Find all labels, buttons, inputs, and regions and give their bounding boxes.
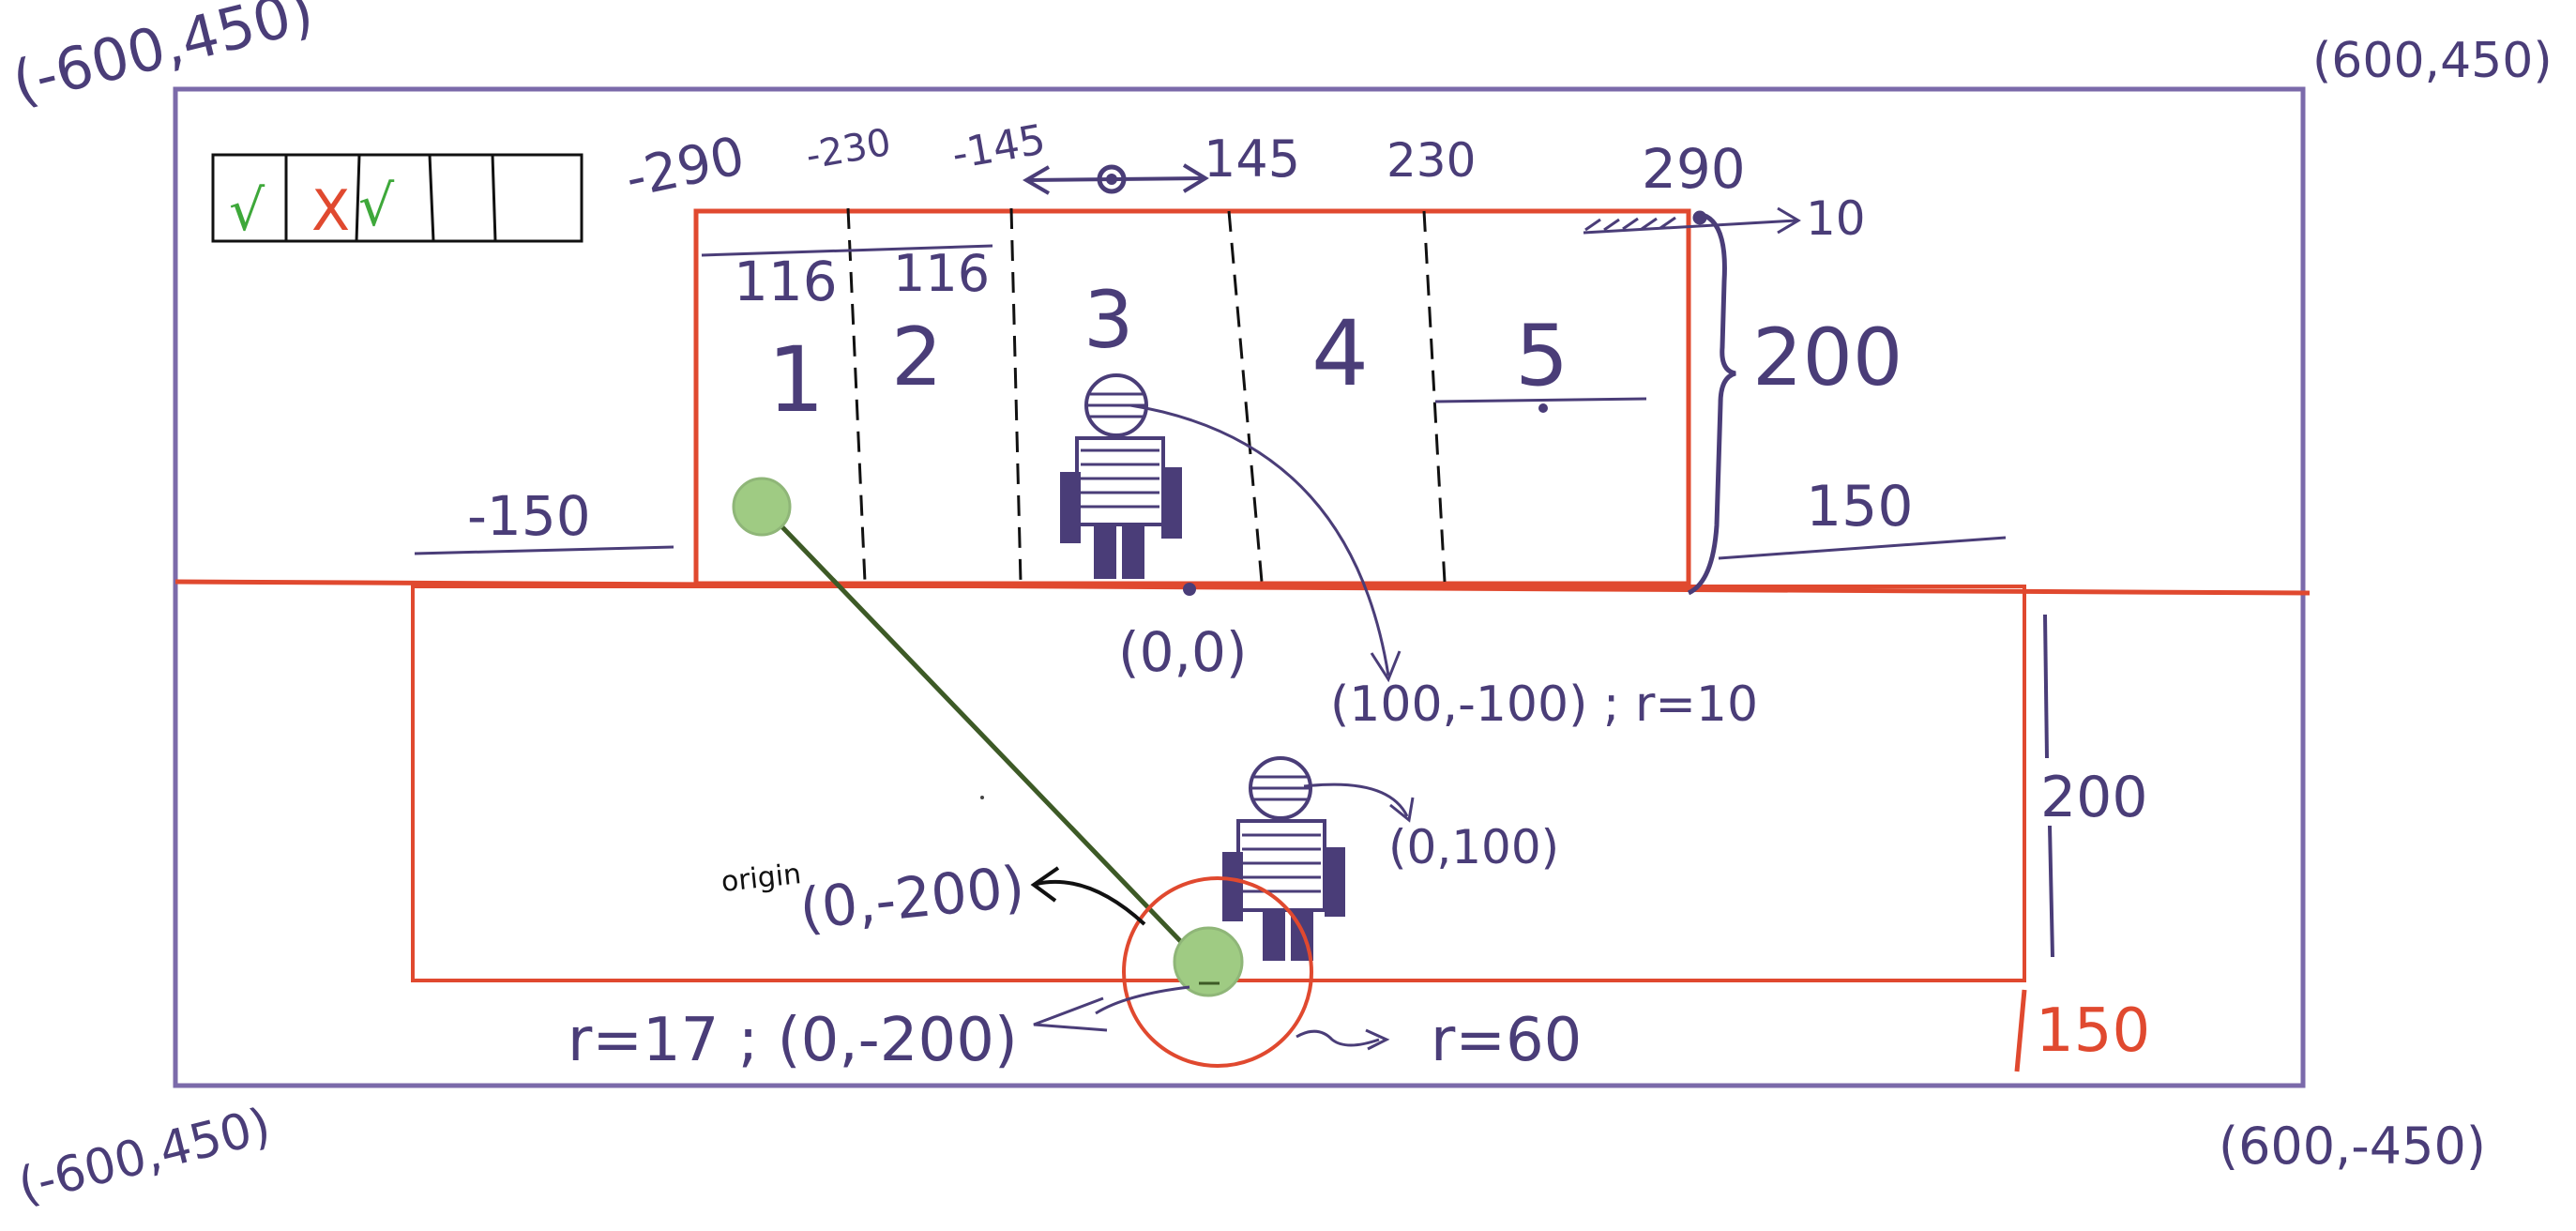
- ball-info-arrow: [1095, 985, 1190, 1015]
- circle-radius-arrowhead: [1365, 1028, 1390, 1051]
- tick-label-10: 10: [1806, 191, 1866, 246]
- lane-number-1: 1: [767, 327, 825, 433]
- corner-label-top-left: (-600,450): [6, 0, 320, 117]
- circle-radius-label: r=60: [1431, 1006, 1582, 1075]
- lane-divider: [1422, 210, 1447, 583]
- lane-number-2: 2: [891, 311, 943, 404]
- score-divider: [428, 154, 435, 242]
- x-mark-minus-145: -145: [948, 115, 1049, 179]
- origin-arrowhead: [1030, 866, 1060, 903]
- origin-arrow: [1036, 879, 1146, 926]
- origin-point-label: (0,0): [1118, 620, 1248, 684]
- lower-height-rule-top: [2043, 614, 2049, 759]
- corner-label-bottom-right: (600,-450): [2219, 1117, 2486, 1176]
- lane-divider: [1227, 210, 1264, 583]
- score-tracker: √ X √: [211, 153, 583, 244]
- player-robot-label: (0,100): [1388, 820, 1559, 874]
- lane-number-3: 3: [1083, 274, 1133, 366]
- left-edge-label: -150: [467, 484, 591, 548]
- width-rule: [701, 244, 993, 257]
- lane-width-1: 116: [734, 250, 838, 313]
- origin-ball: [1173, 926, 1244, 997]
- score-mark-3: √: [358, 174, 395, 239]
- lower-zone-height: 200: [2040, 765, 2148, 830]
- player-robot-arrowhead: [1389, 797, 1415, 823]
- x-mark-145: 145: [1204, 129, 1300, 189]
- lower-height-rule-bottom: [2048, 825, 2054, 958]
- corner-label-top-right: (600,450): [2312, 33, 2553, 89]
- lane-5-underline: [1434, 397, 1647, 403]
- stray-dot: [980, 796, 984, 799]
- lane-number-4: 4: [1311, 301, 1369, 406]
- x-mark-minus-230: -230: [803, 121, 894, 178]
- x-mark-230: 230: [1386, 133, 1476, 188]
- field-boundary: [173, 86, 2306, 1088]
- lane-divider: [1009, 207, 1023, 583]
- player-robot-icon: [1222, 756, 1345, 961]
- height-brace: [1687, 211, 1736, 596]
- target-robot-arrowhead: [1370, 650, 1402, 683]
- circle-radius-arrow: [1296, 1029, 1380, 1047]
- origin-word: origin: [720, 858, 803, 899]
- bottom-gap-label: 150: [2036, 996, 2150, 1066]
- origin-dot: [1183, 583, 1196, 596]
- lane-number-5: 5: [1515, 307, 1568, 405]
- target-robot-icon: [1060, 373, 1182, 579]
- lane-divider: [846, 207, 867, 583]
- x-mark-minus-290: -290: [620, 126, 750, 210]
- corner-label-bottom-left: (-600,450): [13, 1098, 277, 1215]
- score-mark-2: X: [311, 178, 350, 244]
- score-tracker-frame: [211, 153, 583, 243]
- bottom-gap-rule: [2014, 989, 2027, 1072]
- lane-5-dot: [1538, 403, 1548, 413]
- score-divider: [355, 154, 361, 242]
- ball-info-arrowhead: [1033, 996, 1108, 1032]
- x-mark-290: 290: [1642, 137, 1746, 201]
- right-edge-rule: [1718, 536, 2007, 560]
- target-robot-arrow: [1129, 403, 1390, 676]
- player-robot-arrow: [1303, 783, 1409, 817]
- origin-coord-label: (0,-200): [796, 854, 1027, 943]
- tick-arrow: [1583, 206, 1801, 235]
- center-span-arrow: [1023, 163, 1209, 195]
- score-mark-1: √: [229, 178, 265, 244]
- left-edge-rule: [414, 545, 674, 555]
- shooting-circle: [1122, 876, 1313, 1068]
- lane-width-2: 116: [893, 244, 990, 303]
- target-ball: [732, 477, 792, 537]
- right-edge-label: 150: [1806, 474, 1914, 540]
- target-zone-height: 200: [1752, 312, 1902, 403]
- ball-info-label: r=17 ; (0,-200): [568, 1006, 1018, 1075]
- score-divider: [491, 154, 497, 242]
- target-robot-label: (100,-100) ; r=10: [1330, 676, 1758, 733]
- throw-trajectory: [761, 505, 1189, 950]
